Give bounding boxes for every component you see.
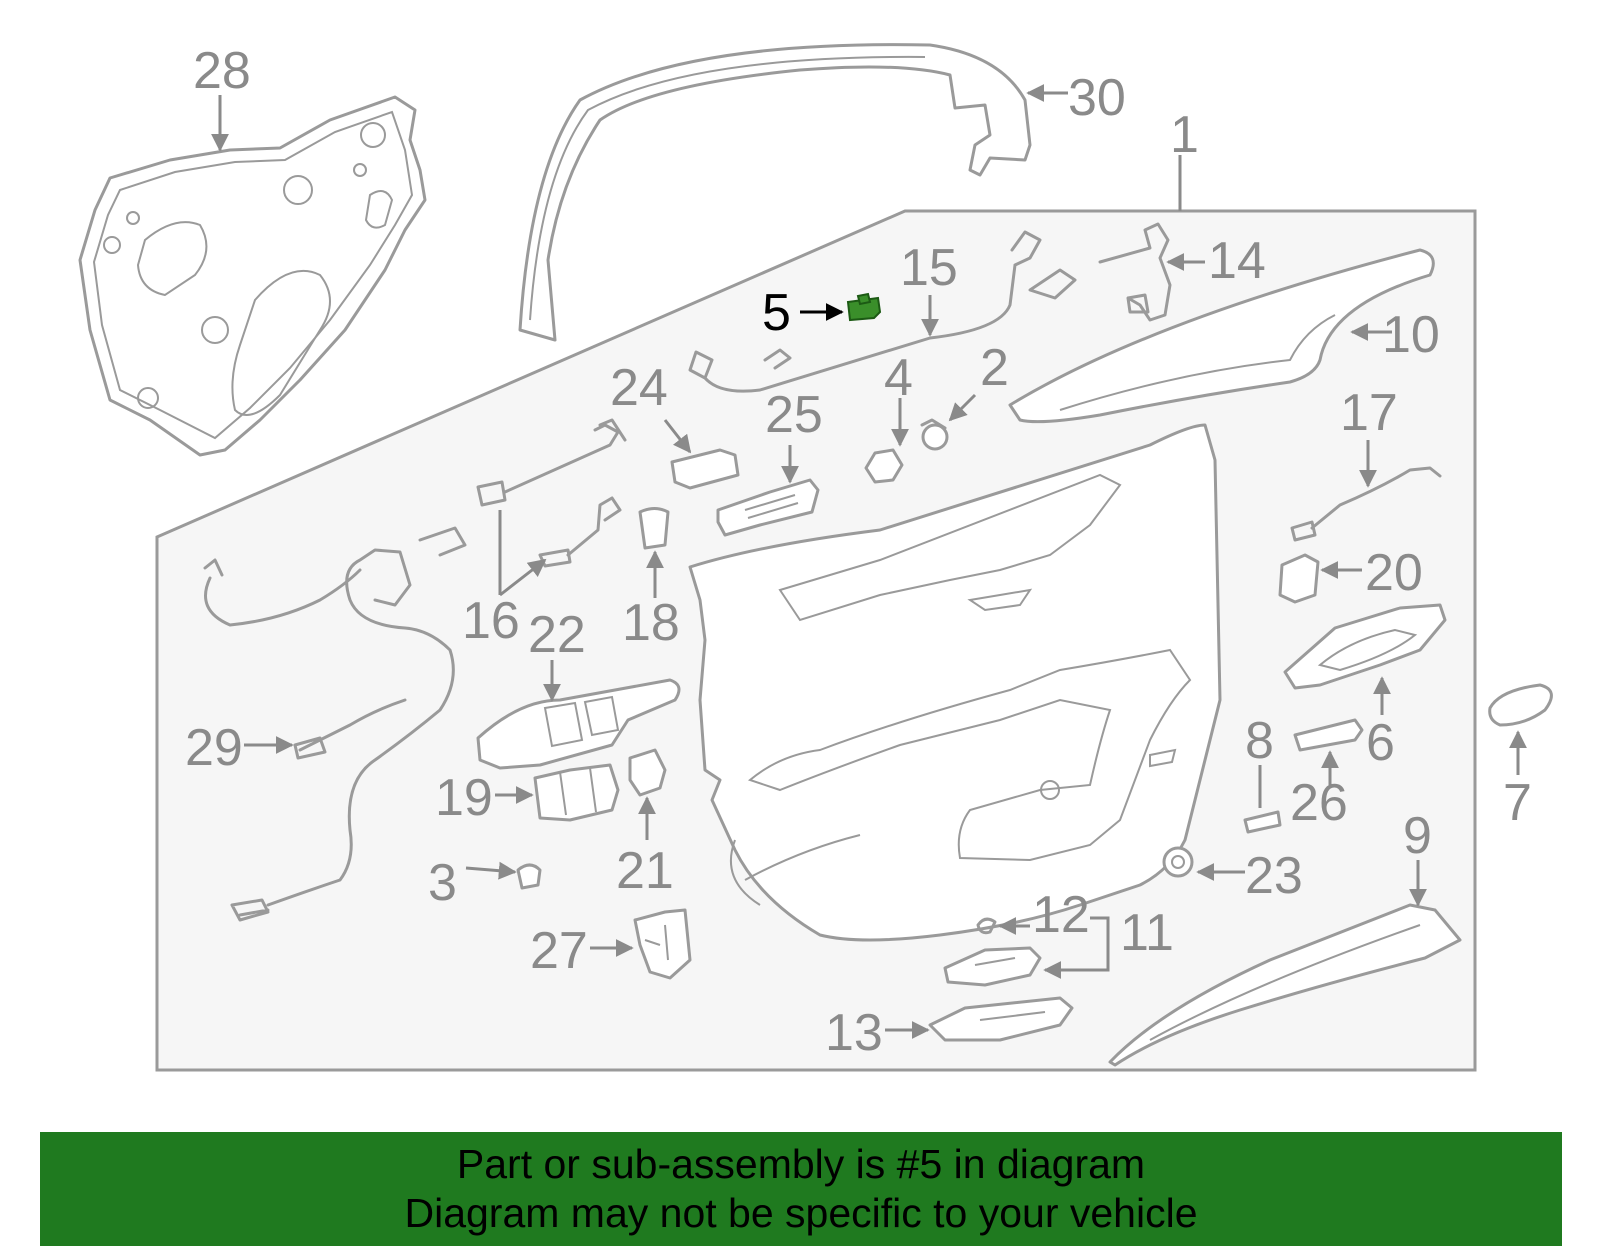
callout-11: 11 [1120, 904, 1174, 962]
door-trim-panel [688, 423, 1222, 942]
part-10-upper-trim [1008, 248, 1435, 424]
part-6-handle [1283, 603, 1447, 690]
part-20-switch [1278, 553, 1320, 604]
callout-25: 25 [765, 386, 823, 444]
part-25-handle [716, 478, 820, 537]
part-23-fastener [1162, 846, 1194, 878]
callout-5: 5 [762, 284, 791, 342]
callout-28: 28 [193, 42, 251, 100]
callout-10: 10 [1382, 306, 1440, 364]
part-2-fastener [920, 418, 949, 451]
callout-20: 20 [1365, 544, 1423, 602]
banner-line-1: Part or sub-assembly is #5 in diagram [456, 1141, 1146, 1187]
part-5-clip [846, 292, 882, 322]
callout-9: 9 [1403, 807, 1432, 865]
callout-19: 19 [435, 769, 493, 827]
part-30-frame-trim [518, 43, 1032, 342]
part-3-fastener [516, 863, 542, 890]
callout-24: 24 [610, 359, 668, 417]
part-27-bracket [633, 908, 692, 980]
leader-16 [498, 510, 545, 597]
part-26-plate [1293, 718, 1364, 752]
part-9-molding [1108, 903, 1462, 1067]
callout-16: 16 [462, 592, 520, 650]
part-15-harness [688, 230, 1077, 393]
part-8-plate [1243, 810, 1282, 834]
part-18-button [638, 507, 670, 550]
callout-3: 3 [428, 854, 457, 912]
callout-18: 18 [622, 594, 680, 652]
callout-22: 22 [528, 606, 586, 664]
callout-29: 29 [185, 719, 243, 777]
part-19-window-switch [533, 763, 620, 822]
callout-15: 15 [900, 239, 958, 297]
leader-2 [948, 393, 977, 422]
callout-2: 2 [980, 339, 1009, 397]
part-29-harness [203, 526, 467, 922]
callout-26: 26 [1290, 774, 1348, 832]
info-banner: Part or sub-assembly is #5 in diagram Di… [40, 1132, 1562, 1246]
callout-17: 17 [1340, 384, 1398, 442]
callout-13: 13 [825, 1004, 883, 1062]
part-22-switch-bezel [476, 678, 681, 770]
callout-7: 7 [1503, 774, 1532, 832]
banner-line-2: Diagram may not be specific to your vehi… [404, 1190, 1198, 1236]
callout-1: 1 [1170, 106, 1199, 164]
callout-12: 12 [1032, 886, 1090, 944]
part-11-handle-bezel [943, 946, 1042, 987]
part-7-cover [1488, 683, 1553, 727]
part-24-switch [670, 448, 740, 490]
callout-27: 27 [530, 922, 588, 980]
part-14-wire [1098, 222, 1172, 322]
leader-24 [663, 419, 692, 454]
part-13-cover [928, 996, 1074, 1042]
part-4-nut [864, 448, 904, 484]
callout-23: 23 [1245, 847, 1303, 905]
part-16-harness [476, 418, 627, 568]
callout-6: 6 [1366, 714, 1395, 772]
callout-4: 4 [884, 349, 913, 407]
callout-21: 21 [616, 842, 674, 900]
part-28-deflector [78, 95, 427, 457]
part-12-clip [976, 917, 997, 935]
part-21-switch [628, 748, 667, 797]
callout-8: 8 [1245, 712, 1274, 770]
part-17-harness [1290, 466, 1442, 542]
callout-30: 30 [1068, 69, 1126, 127]
callout-14: 14 [1208, 232, 1266, 290]
leader-3 [465, 861, 517, 880]
